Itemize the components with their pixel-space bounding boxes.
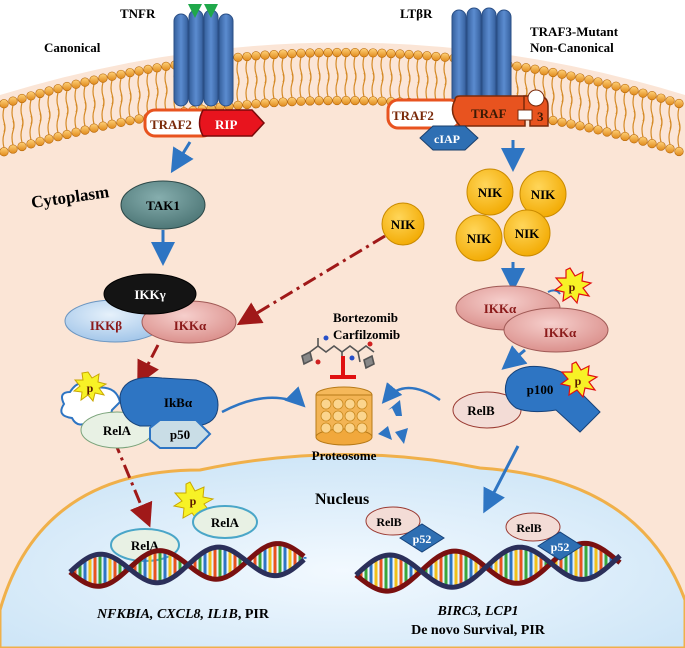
arrow-relb-to-nucleus <box>483 445 520 514</box>
arrow-ikk-to-ikba <box>137 344 160 386</box>
p100-label: p100 <box>527 382 554 397</box>
p50-label: p50 <box>170 427 190 442</box>
gene-il1b: IL1B <box>207 607 238 622</box>
nik-cluster-label: NIK <box>531 187 556 202</box>
degraded-fragments-icon <box>378 400 408 444</box>
ikba-label: IkBα <box>164 395 193 410</box>
traf2-traf3-ciap-complex: TRAF2 TRAF 3 cIAP <box>386 89 549 151</box>
p52-nuclear-1-label: p52 <box>413 532 432 546</box>
ikk-beta-label: IKKβ <box>90 318 122 333</box>
p52-nuclear-2-label: p52 <box>551 540 570 554</box>
genes-left-text: NFKBIA, CXCL8, IL1B, PIR <box>96 607 270 622</box>
traf2-rip-complex: TRAF2 RIP <box>143 108 266 138</box>
nik-single-node <box>381 202 425 246</box>
ikk-alpha-left-label: IKKα <box>174 318 207 333</box>
gene-nfkbia: NFKBIA, <box>96 607 157 622</box>
tnfr-receptor <box>173 4 234 107</box>
rela-nuclear-1-label: RelA <box>131 538 160 553</box>
ikk-alpha-right-bottom-label: IKKα <box>544 325 577 340</box>
arrow-nik-to-ikka <box>236 234 386 326</box>
dna-helix-left <box>68 541 307 589</box>
ligand-triangle-icon <box>188 4 202 18</box>
arrow-rela-to-nucleus <box>112 439 153 528</box>
relb-cyto-label: RelB <box>467 403 495 418</box>
phospho-ikba-label: p <box>87 381 94 395</box>
traf-3-label: 3 <box>537 109 544 124</box>
genes-right-line1: BIRC3, LCP1 <box>437 604 519 619</box>
ligand-triangle-icon <box>204 4 218 18</box>
relb-nuclear-1-label: RelB <box>376 515 401 529</box>
ltbr-receptor <box>451 7 512 111</box>
arrow-ikka-to-p100 <box>501 345 528 370</box>
nik-cluster: NIK NIK NIK NIK <box>455 168 567 262</box>
phospho-ikka-label: p <box>569 280 576 294</box>
relb-nuclear-2-label: RelB <box>516 521 541 535</box>
rip-label: RIP <box>215 117 237 132</box>
traf2-left-label: TRAF2 <box>150 117 192 132</box>
ikk-complex-canonical: IKKγ IKKβ IKKα <box>64 273 237 344</box>
nucleus-label: Nucleus <box>315 491 369 508</box>
ciap-label: cIAP <box>434 132 460 146</box>
nik-cluster-label: NIK <box>478 185 503 200</box>
nik-single-label: NIK <box>391 217 416 232</box>
canonical-label: Canonical <box>44 40 101 55</box>
rela-cyto-label: RelA <box>103 423 132 438</box>
carfilzomib-label: Carfilzomib <box>333 327 400 342</box>
tak1-label: TAK1 <box>146 198 180 213</box>
ikk-gamma-label: IKKγ <box>134 287 165 302</box>
nucleus-region <box>0 452 685 648</box>
drug-molecule-icon <box>301 335 375 370</box>
arrow-p100-to-proteasome <box>381 382 441 404</box>
genes-right-line2: De novo Survival, PIR <box>411 623 546 638</box>
arrow-rip-to-tak1 <box>170 141 194 174</box>
traf-label: TRAF <box>471 106 506 121</box>
proteasome-label: Proteosome <box>312 448 377 463</box>
ikk-alpha-right-top-label: IKKα <box>484 301 517 316</box>
tnfr-label: TNFR <box>120 6 156 21</box>
bortezomib-label: Bortezomib <box>333 310 398 325</box>
ikba-rela-p50-complex: p RelA IkBα p50 <box>60 371 219 449</box>
relb-p52-nuclear-right: RelB p52 <box>505 512 583 561</box>
proteasome <box>315 386 373 446</box>
relb-p52-nuclear-left: RelB p52 <box>365 506 445 553</box>
nik-cluster-label: NIK <box>515 226 540 241</box>
rela-nuclear-2-label: RelA <box>211 515 240 530</box>
traf3-mutant-label: TRAF3-Mutant <box>530 24 619 39</box>
phospho-nuclear-label: p <box>190 494 197 508</box>
genes-left-suffix: , PIR <box>238 607 270 622</box>
non-canonical-label: Non-Canonical <box>530 40 614 55</box>
gene-cxcl8: CXCL8, <box>157 607 208 622</box>
rela-nuclear-left: p RelA RelA <box>110 481 258 562</box>
relb-p100-complex: p RelB p100 <box>452 361 601 433</box>
tak1-node <box>120 180 206 230</box>
phospho-p100-label: p <box>575 374 582 388</box>
arrow-ikba-to-proteasome <box>221 386 306 414</box>
nik-cluster-label: NIK <box>467 231 492 246</box>
ltbr-label: LTβR <box>400 6 433 21</box>
traf2-right-label: TRAF2 <box>392 108 434 123</box>
ikka-dimer: p IKKα IKKα <box>455 267 609 353</box>
